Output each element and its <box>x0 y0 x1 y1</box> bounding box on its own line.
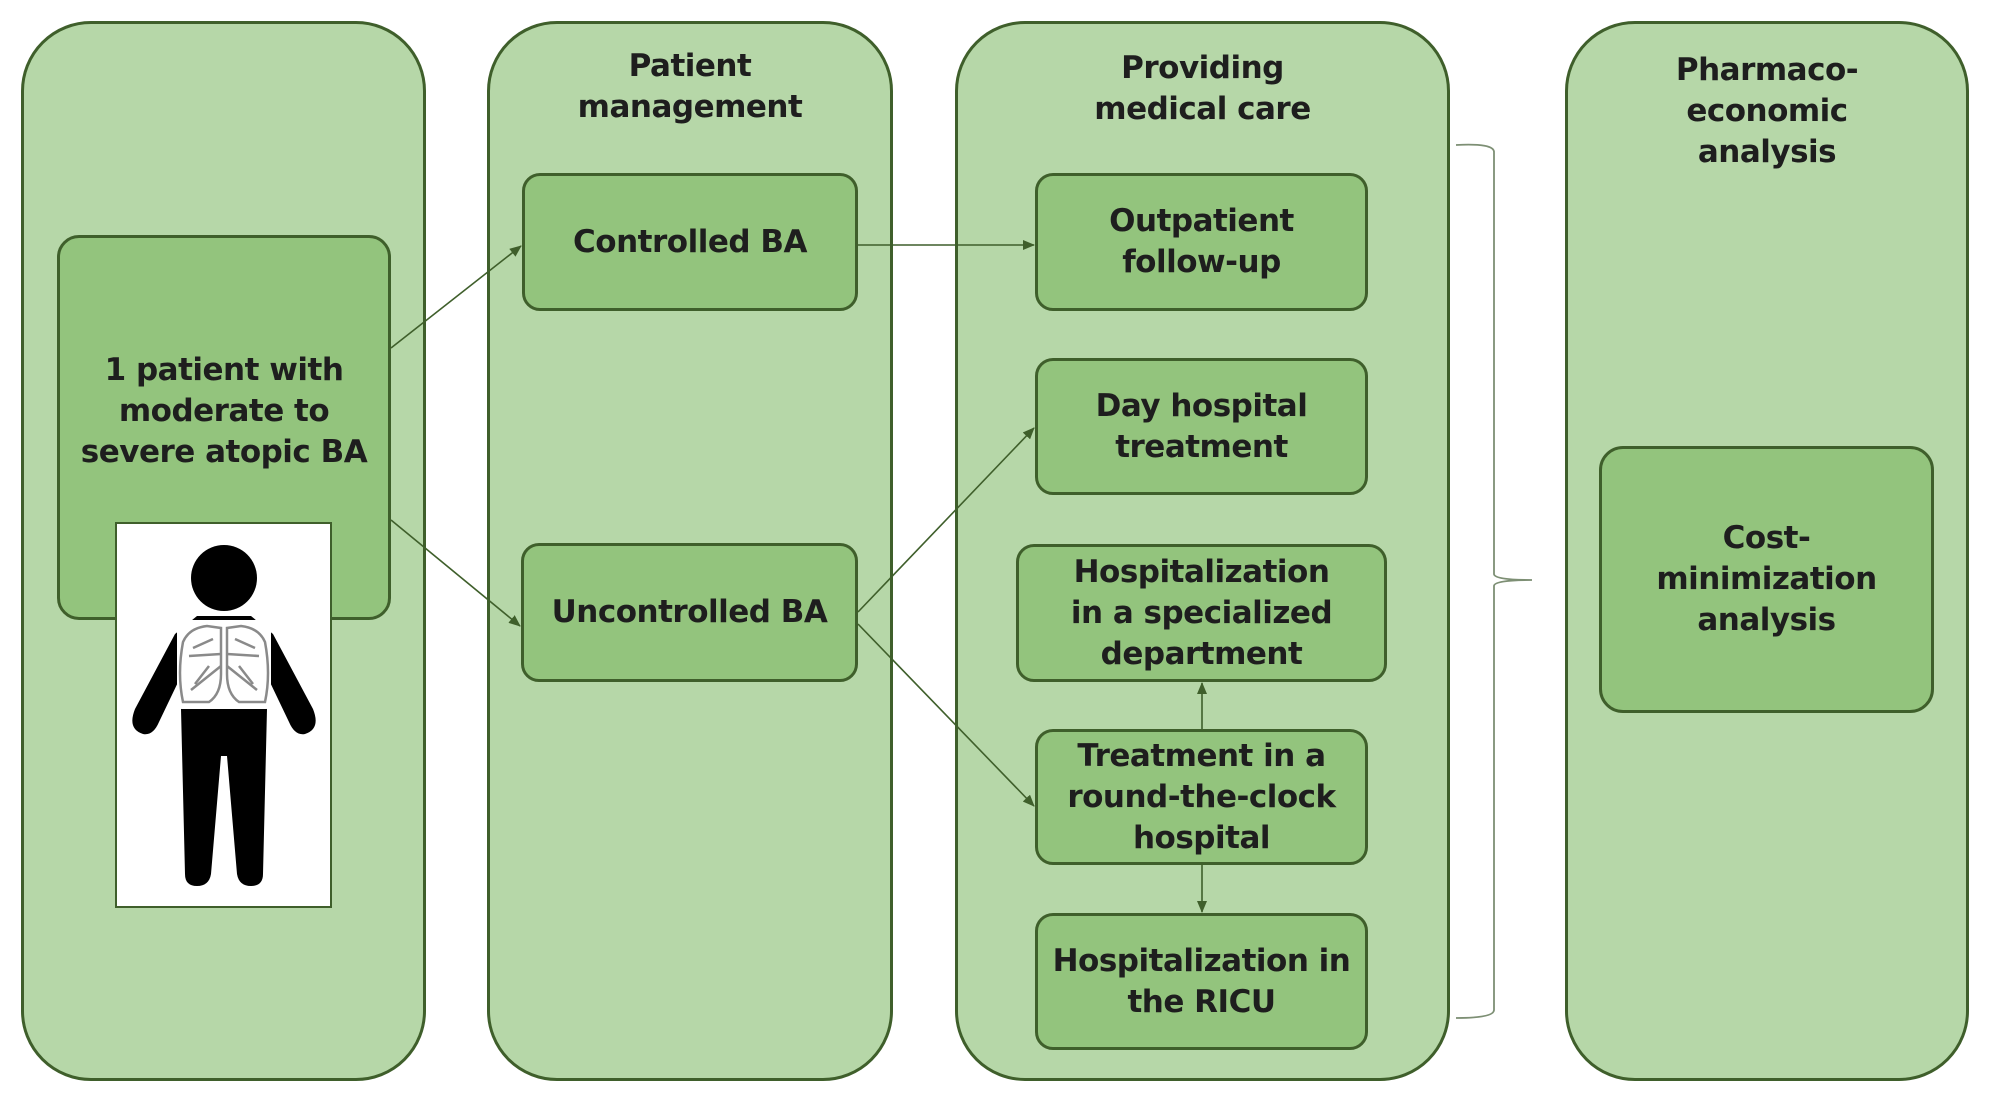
node-day-hospital-treatment: Day hospital treatment <box>1035 358 1368 495</box>
node-patient-label: 1 patient with moderate to severe atopic… <box>80 352 368 470</box>
node-round-the-clock-hospital: Treatment in a round-the-clock hospital <box>1035 729 1368 865</box>
node-outpatient-follow-up-label: Outpatient follow-up <box>1109 203 1294 280</box>
arrow-uncontrolled-to-day-hospital <box>857 427 1035 613</box>
person-with-lungs-icon <box>132 545 316 886</box>
node-round-the-clock-hospital-label: Treatment in a round-the-clock hospital <box>1067 737 1336 856</box>
node-ricu-label: Hospitalization in the RICU <box>1052 942 1351 1020</box>
node-day-hospital-treatment-label: Day hospital treatment <box>1095 387 1308 465</box>
node-specialized-department-label: Hospitalization in a specialized departm… <box>1070 553 1333 672</box>
node-uncontrolled-ba: Uncontrolled BA <box>521 543 858 682</box>
node-controlled-ba-label: Controlled BA <box>573 223 807 260</box>
column-title-providing-medical-care: Providing medical care <box>1094 50 1311 127</box>
patient-figure <box>115 522 332 908</box>
node-cost-minimization: Cost- minimization analysis <box>1599 446 1934 713</box>
arrow-patient-to-uncontrolled <box>390 519 521 627</box>
column-title-pharmacoeconomic-analysis: Pharmaco- economic analysis <box>1675 52 1859 170</box>
column-title-patient-management: Patient management <box>577 48 803 125</box>
arrow-uncontrolled-to-round-the-clock <box>857 623 1035 807</box>
node-specialized-department: Hospitalization in a specialized departm… <box>1016 544 1387 682</box>
node-outpatient-follow-up: Outpatient follow-up <box>1035 173 1368 311</box>
right-curly-brace-icon <box>1455 143 1533 1019</box>
arrow-patient-to-controlled <box>390 245 522 349</box>
node-uncontrolled-ba-label: Uncontrolled BA <box>551 594 828 630</box>
node-cost-minimization-label: Cost- minimization analysis <box>1656 520 1877 638</box>
node-controlled-ba: Controlled BA <box>522 173 858 311</box>
node-ricu: Hospitalization in the RICU <box>1035 913 1368 1050</box>
